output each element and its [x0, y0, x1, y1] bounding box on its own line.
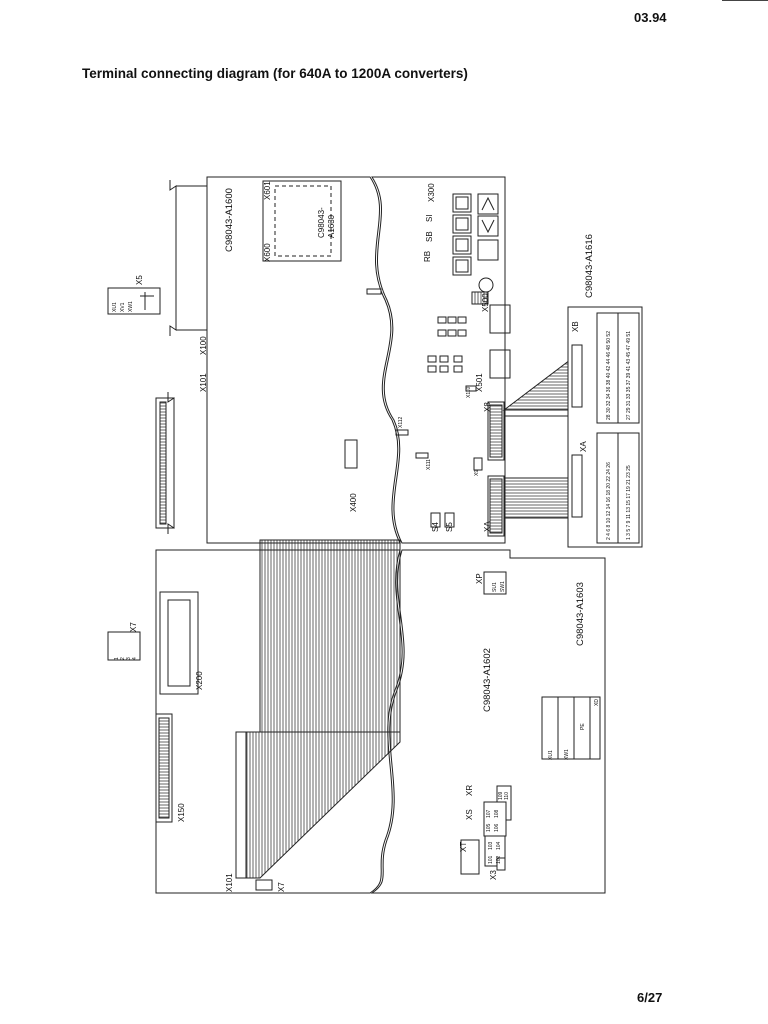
label-xa-terminal: XA [579, 441, 588, 452]
xb-row2: 27 29 31 33 35 37 39 41 43 45 47 49 51 [626, 331, 632, 420]
label-xb: XB [571, 321, 580, 332]
label-x600: X600 [263, 243, 272, 262]
label-a1600: C98043-A1600 [224, 188, 235, 252]
x5-pin-xv1: XV1 [120, 302, 126, 312]
ribbon-cable-xb [502, 359, 579, 417]
label-x400: X400 [349, 493, 358, 512]
x5-pin-xw1: XW1 [128, 301, 134, 312]
xs-pin-105: 105 [486, 823, 492, 832]
xs-pin-106: 106 [494, 823, 500, 832]
page-title: Terminal connecting diagram (for 640A to… [82, 66, 468, 81]
label-x101: X101 [199, 373, 208, 392]
xt-pin-101: 101 [488, 855, 494, 864]
board-a1616 [567, 306, 643, 548]
xp-pin-su1: SU1 [492, 582, 498, 592]
label-x9: X9 [474, 470, 480, 476]
top-rule [722, 0, 768, 1]
label-x601: X601 [263, 181, 272, 200]
label-x7-lower: X7 [277, 882, 286, 892]
label-s4: S4 [431, 522, 440, 532]
label-x5: X5 [135, 275, 144, 285]
label-x501: X501 [475, 373, 484, 392]
label-xp: XP [475, 573, 484, 584]
label-a1616: C98043-A1616 [584, 234, 595, 298]
label-si: SI [425, 214, 434, 222]
label-a1603: C98043-A1603 [575, 582, 586, 646]
xb-row1: 28 30 32 34 36 38 40 42 44 46 48 50 52 [606, 331, 612, 420]
label-a1602: C98043-A1602 [482, 648, 493, 712]
x5-pin-xu1: XU1 [112, 302, 118, 312]
label-x7: X7 [129, 622, 138, 632]
xp-pin-sw1: SW1 [500, 581, 506, 592]
label-x300: X300 [427, 183, 436, 202]
seven-segment-displays [455, 196, 469, 273]
xr-pin-109: 109 [498, 791, 504, 800]
label-x100: X100 [199, 336, 208, 355]
bottom-term-xu1: XU1 [548, 750, 554, 760]
page-number: 6/27 [637, 990, 663, 1005]
board-a1600 [155, 176, 511, 544]
label-xt: XT [459, 842, 468, 852]
label-x150: X150 [177, 803, 186, 822]
main-ribbon-cable [245, 539, 401, 879]
x7-pin-3: 3 [126, 657, 132, 660]
label-x111: X111 [426, 459, 432, 470]
label-xs: XS [465, 809, 474, 820]
label-x500: X500 [481, 293, 490, 312]
label-x112: X112 [398, 416, 404, 428]
label-a1630-1: C98043- [317, 207, 326, 238]
xr-pin-110: 110 [504, 792, 510, 800]
x7-pin-1: 1 [114, 657, 120, 660]
label-x101-lower: X101 [225, 873, 234, 892]
label-a1630-2: A1630 [327, 214, 336, 238]
xt-pin-102: 102 [496, 855, 502, 864]
page-date: 03.94 [634, 10, 667, 25]
label-x8: X8 [483, 402, 492, 412]
xt-pin-104: 104 [496, 841, 502, 850]
label-rb: RB [423, 251, 432, 262]
ribbon-cable-xa [503, 477, 579, 519]
label-x110: X110 [466, 386, 472, 398]
xs-pin-108: 108 [494, 809, 500, 818]
x7-pin-4: 4 [132, 657, 138, 660]
bottom-term-xd: XD [594, 699, 600, 706]
label-x200: X200 [195, 671, 204, 690]
label-x3: X3 [489, 870, 498, 880]
xa-row2: 1 3 5 7 9 11 13 15 17 19 21 23 25 [626, 465, 632, 540]
xa-row1: 2 4 6 8 10 12 14 16 18 20 22 24 26 [606, 462, 612, 540]
x7-pin-2: 2 [120, 657, 126, 660]
label-xa: XA [483, 521, 492, 532]
xt-pin-103: 103 [488, 841, 494, 850]
bottom-term-pe: PE [580, 723, 586, 730]
label-s5: S5 [445, 522, 454, 532]
bottom-term-xw1: XW1 [564, 749, 570, 760]
labels: C98043-A1600 C98043- A1630 C98043-A1616 … [112, 181, 632, 892]
terminal-block-x5 [107, 287, 161, 315]
label-sb: SB [425, 231, 434, 242]
xs-pin-107: 107 [486, 809, 492, 818]
label-xr: XR [465, 785, 474, 796]
